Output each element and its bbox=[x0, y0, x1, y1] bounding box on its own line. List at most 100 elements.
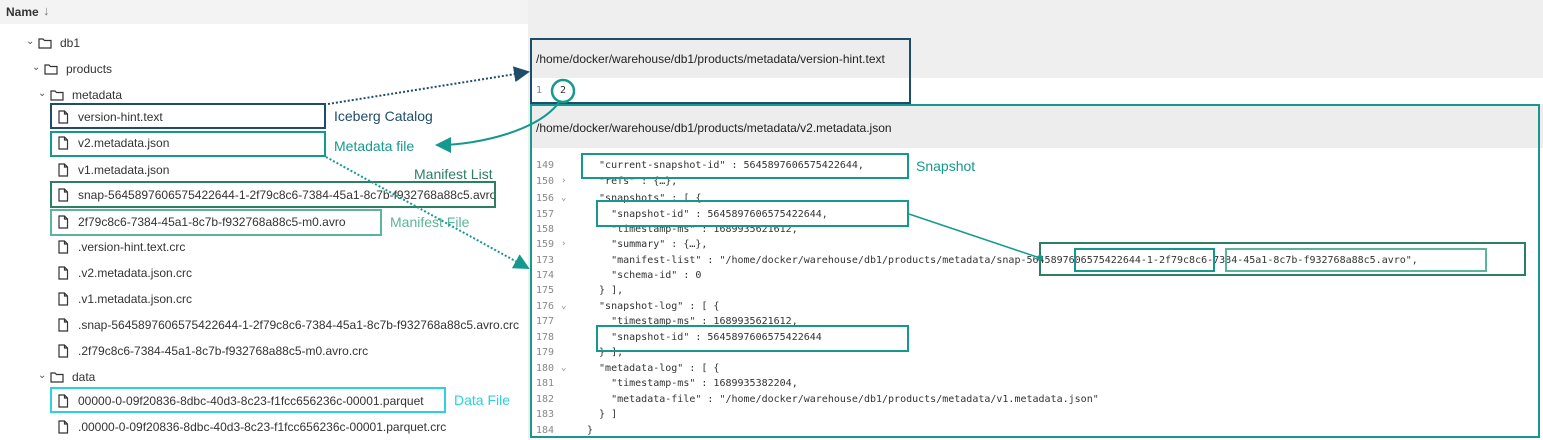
code-text: } ] bbox=[587, 409, 618, 420]
tree-item-name: v2.metadata.json bbox=[78, 136, 170, 150]
tree-item-name: .00000-0-09f20836-8dbc-40d3-8c23-f1fcc65… bbox=[78, 420, 447, 434]
folder-icon bbox=[44, 64, 58, 75]
file-icon bbox=[58, 318, 69, 332]
arrow-down-icon[interactable]: ↓ bbox=[43, 3, 50, 18]
tree-file-row[interactable]: v1.metadata.json bbox=[0, 157, 528, 183]
file-icon bbox=[58, 344, 69, 358]
fold-toggle-icon[interactable]: › bbox=[561, 176, 567, 186]
tree-file-row[interactable]: .v2.metadata.json.crc bbox=[0, 260, 528, 286]
fold-toggle-icon[interactable]: › bbox=[561, 239, 567, 249]
metadata-path-bar: /home/docker/warehouse/db1/products/meta… bbox=[530, 104, 1543, 148]
tree-item-name: snap-5645897606575422644-1-2f79c8c6-7384… bbox=[78, 188, 497, 202]
tree-folder-row[interactable]: ⌄ metadata bbox=[0, 82, 528, 108]
tree-item-name: version-hint.text bbox=[78, 110, 163, 124]
code-line: 157 "snapshot-id" : 5645897606575422644, bbox=[530, 209, 1543, 225]
file-icon bbox=[58, 136, 69, 150]
folder-icon bbox=[50, 90, 64, 101]
tree-item-name: .version-hint.text.crc bbox=[78, 240, 186, 254]
file-icon bbox=[58, 110, 69, 124]
code-line: 177 "timestamp-ms" : 1689935621612, bbox=[530, 316, 1543, 332]
file-icon bbox=[58, 240, 69, 254]
code-text: "snapshot-id" : 5645897606575422644, bbox=[587, 209, 828, 220]
code-text: } bbox=[587, 425, 594, 436]
tree-item-name: .snap-5645897606575422644-1-2f79c8c6-738… bbox=[78, 318, 519, 332]
code-text: "current-snapshot-id" : 5645897606575422… bbox=[587, 160, 864, 171]
line-number: 157 bbox=[536, 209, 555, 220]
code-text: "snapshot-log" : [ { bbox=[587, 301, 720, 312]
tree-item-name: 2f79c8c6-7384-45a1-8c7b-f932768a88c5-m0.… bbox=[78, 215, 346, 229]
tree-folder-row[interactable]: ⌄ products bbox=[0, 56, 528, 82]
code-line: 184} bbox=[530, 425, 1543, 440]
data-file-label: Data File bbox=[454, 392, 511, 408]
code-line: 150› "refs" : {…}, bbox=[530, 176, 1543, 192]
tree-folder-row[interactable]: ⌄data bbox=[0, 364, 528, 390]
file-icon bbox=[58, 188, 69, 202]
tree-item-name: .2f79c8c6-7384-45a1-8c7b-f932768a88c5-m0… bbox=[78, 344, 369, 358]
file-icon bbox=[58, 266, 69, 280]
fold-toggle-icon[interactable]: ⌄ bbox=[561, 363, 567, 373]
chevron-down-icon[interactable]: ⌄ bbox=[38, 370, 47, 381]
line-number: 174 bbox=[536, 270, 555, 281]
code-line: 158 "timestamp-ms" : 1689935621612, bbox=[530, 224, 1543, 240]
tree-item-name: db1 bbox=[60, 36, 81, 50]
tree-file-row[interactable]: .snap-5645897606575422644-1-2f79c8c6-738… bbox=[0, 312, 528, 338]
code-line: 159› "summary" : {…}, bbox=[530, 239, 1543, 255]
tree-item-name: .v2.metadata.json.crc bbox=[78, 266, 193, 280]
tree-item-name: 00000-0-09f20836-8dbc-40d3-8c23-f1fcc656… bbox=[78, 394, 424, 408]
tree-item-name: v1.metadata.json bbox=[78, 163, 170, 177]
snapshot-label: Snapshot bbox=[916, 158, 976, 174]
line-number: 183 bbox=[536, 409, 555, 420]
code-text: "metadata-file" : "/home/docker/warehous… bbox=[587, 394, 1099, 405]
tree-file-row[interactable]: .v1.metadata.json.crc bbox=[0, 286, 528, 312]
chevron-down-icon[interactable]: ⌄ bbox=[26, 36, 35, 47]
code-line: 180⌄ "metadata-log" : [ { bbox=[530, 363, 1543, 379]
tree-file-row[interactable]: .version-hint.text.crc bbox=[0, 234, 528, 260]
chevron-down-icon[interactable]: ⌄ bbox=[32, 62, 41, 73]
version-hint-path: /home/docker/warehouse/db1/products/meta… bbox=[536, 52, 885, 66]
tree-file-row[interactable]: .00000-0-09f20836-8dbc-40d3-8c23-f1fcc65… bbox=[0, 414, 528, 440]
line-number: 181 bbox=[536, 378, 555, 389]
tree-file-row[interactable]: version-hint.text bbox=[0, 104, 528, 130]
folder-icon bbox=[50, 372, 64, 383]
tree-file-row[interactable]: .2f79c8c6-7384-45a1-8c7b-f932768a88c5-m0… bbox=[0, 338, 528, 364]
line-number: 1 bbox=[536, 85, 543, 96]
fold-toggle-icon[interactable]: ⌄ bbox=[561, 301, 567, 311]
version-hint-content: 1 2 bbox=[530, 78, 1543, 104]
folder-icon bbox=[38, 38, 52, 49]
tree-folder-row[interactable]: ⌄ db1 bbox=[0, 30, 528, 56]
metadata-file-label: Metadata file bbox=[334, 138, 415, 154]
code-text: "metadata-log" : [ { bbox=[587, 363, 720, 374]
code-line: 183 } ] bbox=[530, 409, 1543, 425]
code-text: "snapshot-id" : 5645897606575422644 bbox=[587, 332, 822, 343]
code-text: "manifest-list" : "/home/docker/warehous… bbox=[587, 255, 1418, 266]
manifest-file-label: Manifest File bbox=[390, 214, 470, 230]
tree-file-row[interactable]: snap-5645897606575422644-1-2f79c8c6-7384… bbox=[0, 182, 528, 208]
tree-item-name: .v1.metadata.json.crc bbox=[78, 292, 193, 306]
code-text: "timestamp-ms" : 1689935382204, bbox=[587, 378, 798, 389]
line-number: 149 bbox=[536, 160, 555, 171]
name-column-label: Name bbox=[6, 5, 39, 19]
code-text: "timestamp-ms" : 1689935621612, bbox=[587, 316, 798, 327]
metadata-path: /home/docker/warehouse/db1/products/meta… bbox=[536, 121, 892, 135]
manifest-list-label: Manifest List bbox=[414, 166, 493, 182]
tree-header[interactable]: Name ↓ bbox=[0, 0, 528, 24]
chevron-down-icon[interactable]: ⌄ bbox=[38, 88, 47, 99]
fold-toggle-icon[interactable]: ⌄ bbox=[561, 193, 567, 203]
line-number: 150 bbox=[536, 176, 555, 187]
code-line: 178 "snapshot-id" : 5645897606575422644 bbox=[530, 332, 1543, 348]
version-hint-value: 2 bbox=[560, 85, 567, 96]
code-line: 149 "current-snapshot-id" : 564589760657… bbox=[530, 160, 1543, 176]
tree-file-row[interactable]: 2f79c8c6-7384-45a1-8c7b-f932768a88c5-m0.… bbox=[0, 209, 528, 235]
code-text: } ], bbox=[587, 347, 624, 358]
tree-item-name: products bbox=[66, 62, 113, 76]
code-text: "summary" : {…}, bbox=[587, 239, 708, 250]
code-line: 179 } ], bbox=[530, 347, 1543, 363]
code-line: 173 "manifest-list" : "/home/docker/ware… bbox=[530, 255, 1543, 271]
line-number: 173 bbox=[536, 255, 555, 266]
tree-file-row[interactable]: 00000-0-09f20836-8dbc-40d3-8c23-f1fcc656… bbox=[0, 388, 528, 414]
line-number: 158 bbox=[536, 224, 555, 235]
tree-file-row[interactable]: v2.metadata.json bbox=[0, 130, 528, 156]
code-line: 174 "schema-id" : 0 bbox=[530, 270, 1543, 286]
code-line: 181 "timestamp-ms" : 1689935382204, bbox=[530, 378, 1543, 394]
tree-item-name: metadata bbox=[72, 88, 123, 102]
